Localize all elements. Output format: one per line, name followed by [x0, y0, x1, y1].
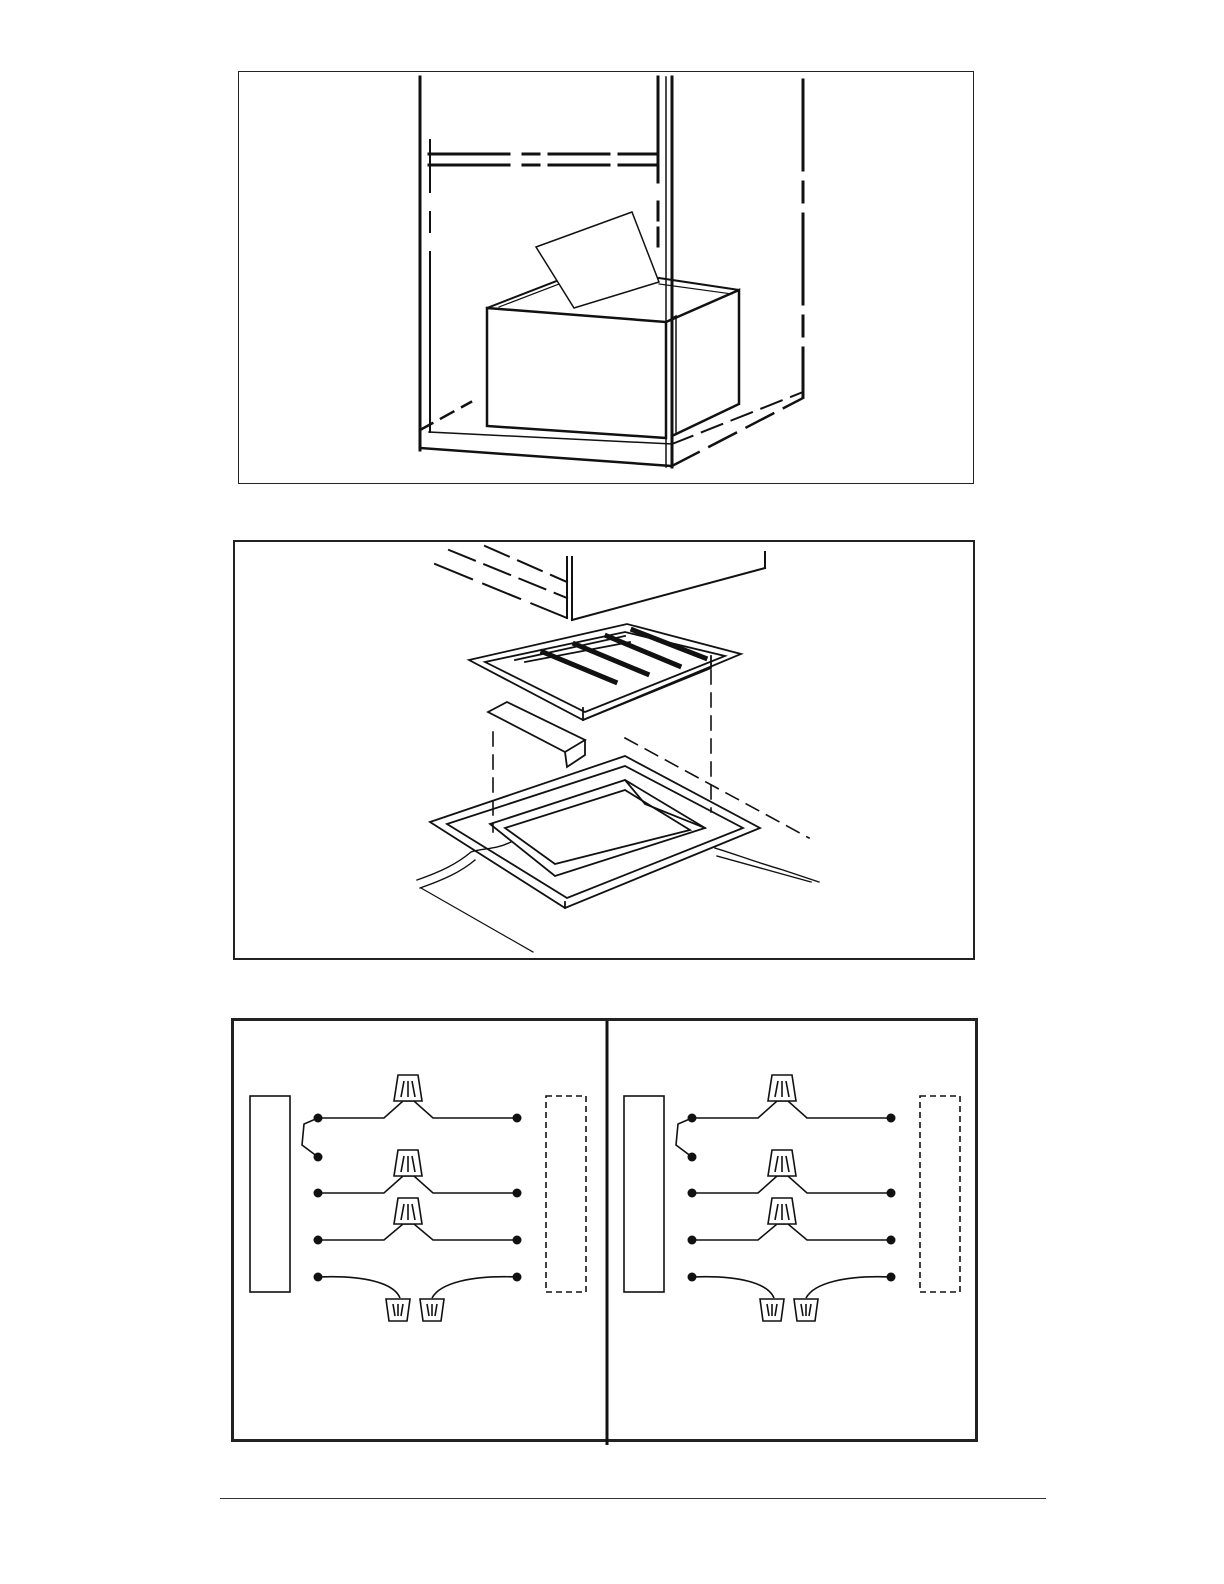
- angle-strip: [488, 702, 585, 767]
- floor-frame-illustration: [235, 542, 977, 962]
- cabinet-illustration: [239, 72, 975, 485]
- figure-floor-frame: [233, 540, 975, 960]
- box: [487, 278, 739, 438]
- wiring-diagrams-svg: [234, 1021, 981, 1445]
- figure-cabinet: [238, 71, 974, 484]
- paper-sheet: [536, 212, 659, 308]
- unit-bottom: [435, 546, 765, 620]
- upper-grille-frame: [469, 624, 741, 720]
- lower-floor-frame: [430, 756, 760, 908]
- floor-wood: [417, 842, 819, 952]
- wiring-diagram-right: [624, 1075, 960, 1321]
- figure-wiring-diagrams: [231, 1018, 978, 1442]
- top-rails: [429, 154, 658, 165]
- wiring-diagram-left: [250, 1075, 586, 1321]
- footer-rule: [220, 1498, 1046, 1499]
- base: [420, 392, 803, 466]
- left-post: [420, 77, 430, 450]
- alignment-lines: [493, 670, 809, 838]
